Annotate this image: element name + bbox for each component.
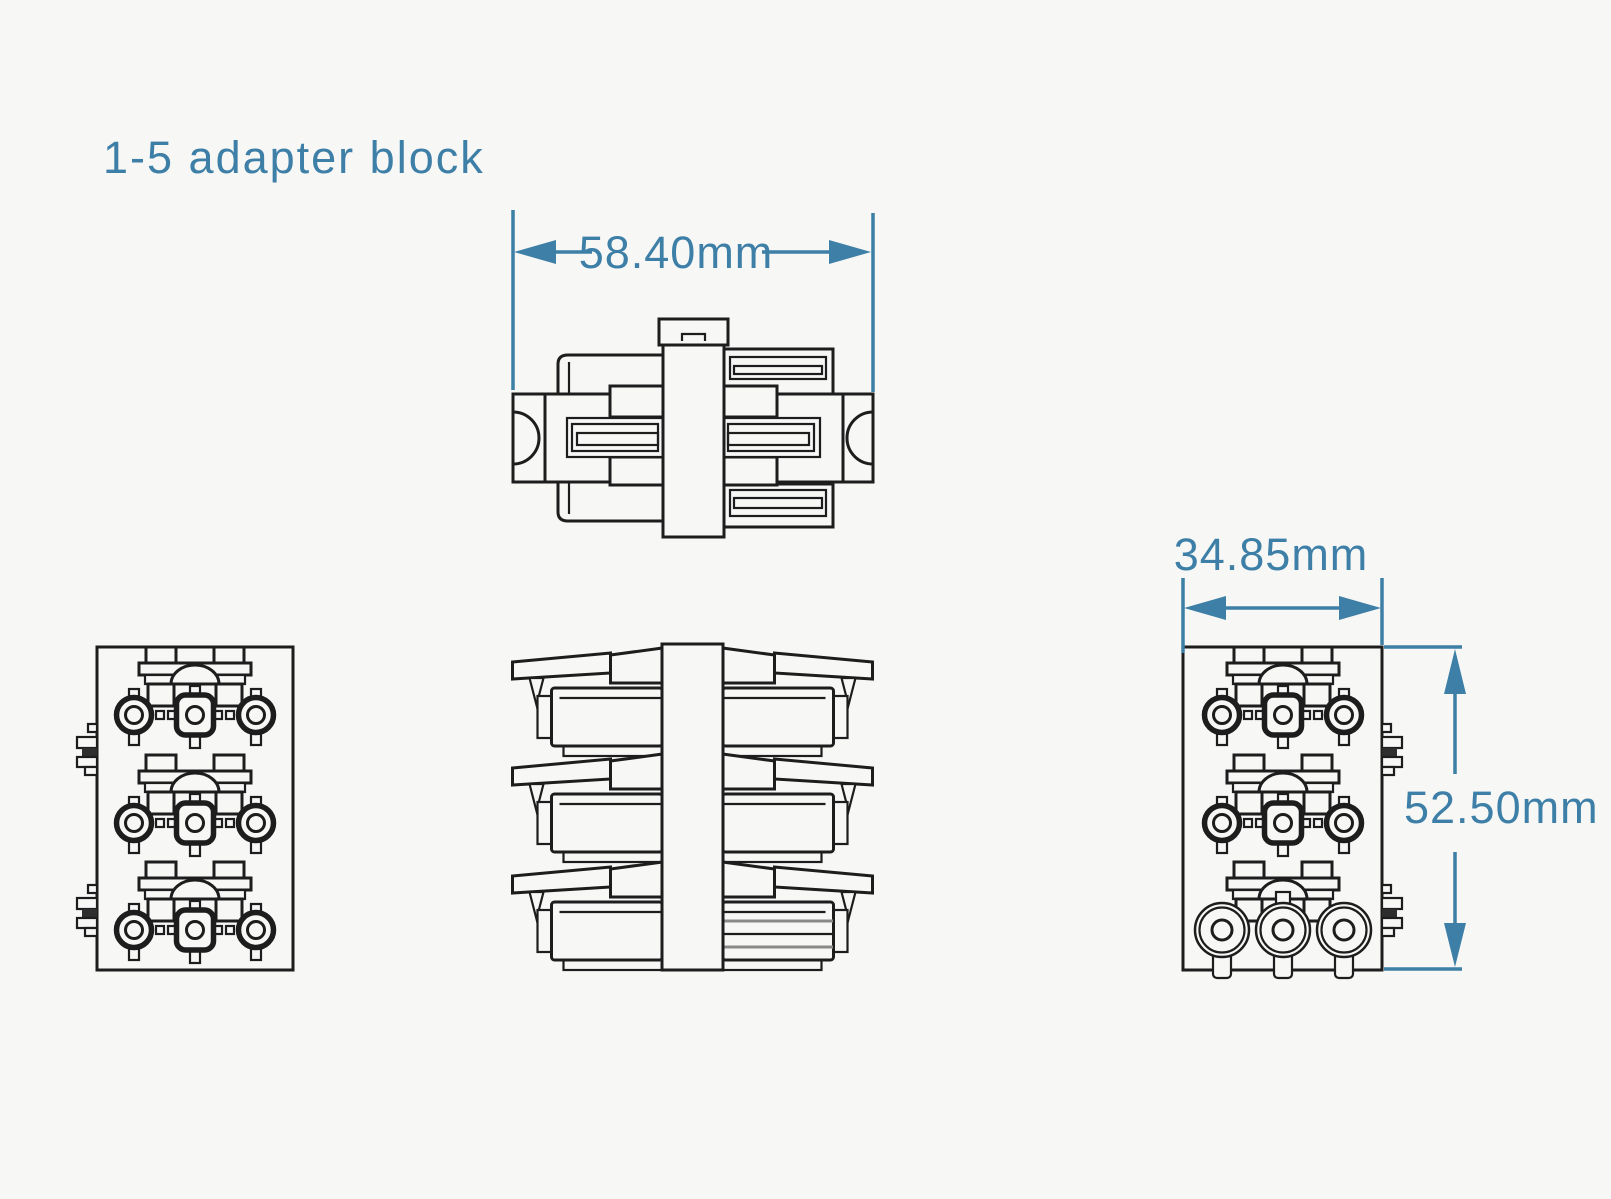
arrow-left-icon [1184,596,1226,620]
dimension-top-width: 58.40mm [511,210,875,392]
connector-row [117,862,274,963]
mount-tab [75,883,99,938]
arrow-right-icon [1339,596,1381,620]
front-view-left [75,645,295,972]
connector-row [1205,755,1362,856]
top-side-view [511,317,875,539]
connector-row [117,647,274,748]
mount-tab [1380,722,1404,777]
right-notch-block [841,392,875,484]
connector-row [117,755,274,856]
mount-tab [75,722,99,777]
latch-column [660,642,725,972]
arrow-down-icon [1444,923,1466,967]
connector-row [1205,647,1362,748]
left-notch-block [511,392,547,484]
arrow-left-icon [514,240,556,264]
dimension-bottom-width: 34.85mm [1174,529,1384,653]
arrow-up-icon [1444,649,1466,694]
dimension-label-top-width: 58.40mm [579,227,774,278]
front-view-right [1181,645,1404,978]
keyed-connector-row [1195,862,1371,978]
page-title: 1-5 adapter block [103,132,485,183]
stacked-side-view [511,642,874,972]
dimension-right-height: 52.50mm [1384,645,1599,971]
dimension-label-bottom-width: 34.85mm [1174,529,1369,580]
arrow-right-icon [829,240,871,264]
mount-tab [1380,883,1404,938]
housing-outline [95,645,295,972]
latch-column [661,341,726,539]
dimension-label-right-height: 52.50mm [1404,782,1599,833]
